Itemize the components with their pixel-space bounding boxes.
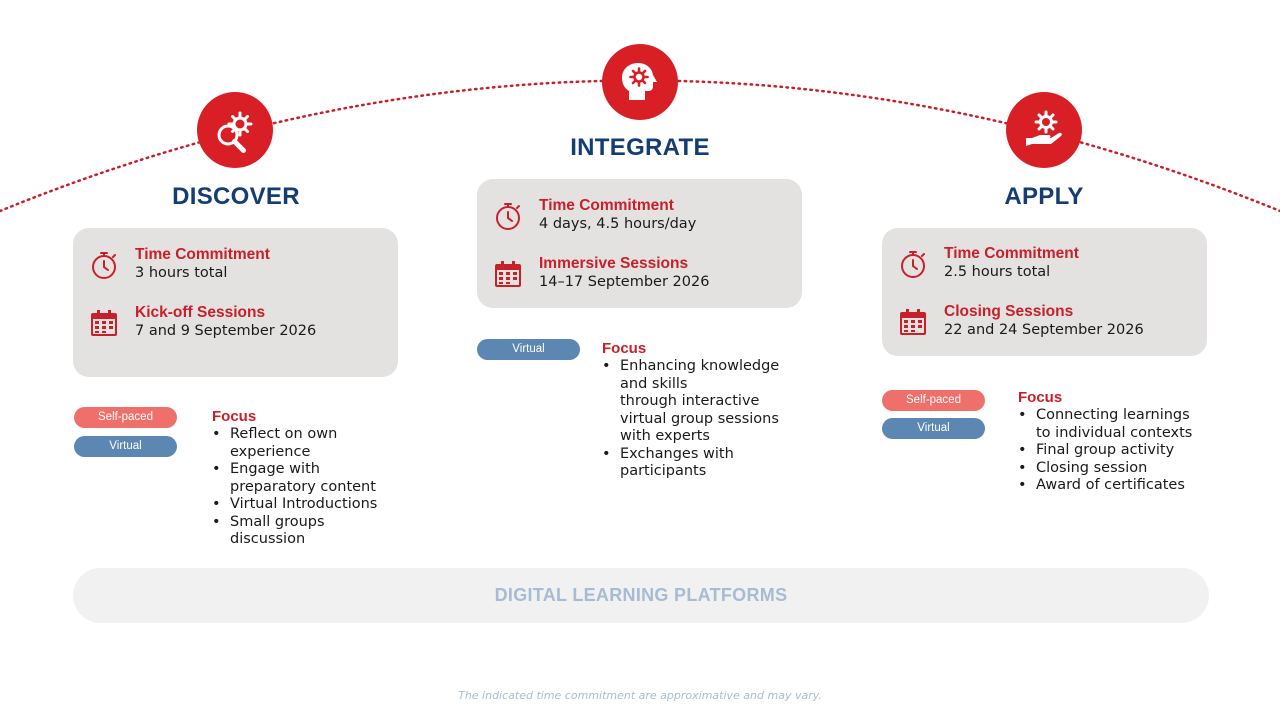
head-gear-icon [622, 63, 657, 100]
virtual-badge: Virtual [74, 436, 177, 457]
apply-focus: Focus Connecting learnings to individual… [1018, 389, 1228, 495]
focus-list: Enhancing knowledge and skills through i… [602, 358, 812, 481]
row-value: 22 and 24 September 2026 [944, 322, 1144, 338]
row-label: Kick-off Sessions [135, 304, 266, 321]
row-label: Time Commitment [944, 245, 1079, 262]
virtual-badge: Virtual [882, 418, 985, 439]
footnote: The indicated time commitment are approx… [458, 689, 822, 702]
self-paced-badge: Self-paced [74, 407, 177, 428]
time-commitment-row: Time Commitment 2.5 hours total [898, 245, 1197, 289]
integrate-focus: Focus Enhancing knowledge and skills thr… [602, 340, 812, 481]
apply-title: APPLY [1004, 183, 1084, 210]
integrate-icon [602, 44, 678, 120]
sessions-row: Closing Sessions 22 and 24 September 202… [898, 303, 1197, 347]
row-label: Closing Sessions [944, 303, 1074, 320]
row-label: Immersive Sessions [539, 255, 689, 272]
list-item: Reflect on own experience [212, 426, 412, 461]
list-item: Closing session [1018, 460, 1228, 478]
list-item: Exchanges with participants [602, 446, 812, 481]
self-paced-badge: Self-paced [882, 390, 985, 411]
list-item: Award of certificates [1018, 477, 1228, 495]
calendar-icon [89, 308, 119, 338]
focus-list: Connecting learnings to individual conte… [1018, 407, 1228, 495]
time-commitment-row: Time Commitment 3 hours total [89, 246, 388, 290]
gear-magnifier-icon [217, 111, 253, 153]
stopwatch-icon [89, 250, 119, 280]
virtual-badge: Virtual [477, 339, 580, 360]
list-item: Final group activity [1018, 442, 1228, 460]
row-label: Time Commitment [539, 197, 674, 214]
row-value: 4 days, 4.5 hours/day [539, 216, 697, 232]
apply-icon [1006, 92, 1082, 168]
focus-title: Focus [1018, 389, 1063, 406]
sessions-row: Immersive Sessions 14–17 September 2026 [493, 255, 792, 299]
calendar-icon [493, 259, 523, 289]
list-item: Enhancing knowledge and skills through i… [602, 358, 812, 446]
list-item: Connecting learnings to individual conte… [1018, 407, 1228, 442]
sessions-row: Kick-off Sessions 7 and 9 September 2026 [89, 304, 388, 348]
stopwatch-icon [493, 201, 523, 231]
row-value: 2.5 hours total [944, 264, 1051, 280]
row-value: 14–17 September 2026 [539, 274, 710, 290]
discover-focus: Focus Reflect on own experience Engage w… [212, 408, 412, 549]
list-item: Virtual Introductions [212, 496, 412, 514]
list-item: Engage with preparatory content [212, 461, 412, 496]
row-label: Time Commitment [135, 246, 270, 263]
focus-title: Focus [212, 408, 257, 425]
list-item: Small groups discussion [212, 514, 412, 549]
focus-list: Reflect on own experience Engage with pr… [212, 426, 412, 549]
integrate-title: INTEGRATE [570, 134, 710, 161]
stopwatch-icon [898, 249, 928, 279]
row-value: 7 and 9 September 2026 [135, 323, 317, 339]
discover-title: DISCOVER [172, 183, 300, 210]
integrate-card: Time Commitment 4 days, 4.5 hours/day Im… [477, 179, 802, 308]
digital-learning-platforms-bar: DIGITAL LEARNING PLATFORMS [73, 568, 1209, 623]
discover-card: Time Commitment 3 hours total Kick-off S… [73, 228, 398, 377]
discover-icon [197, 92, 273, 168]
focus-title: Focus [602, 340, 647, 357]
time-commitment-row: Time Commitment 4 days, 4.5 hours/day [493, 197, 792, 241]
calendar-icon [898, 307, 928, 337]
hand-gear-icon [1026, 110, 1062, 146]
row-value: 3 hours total [135, 265, 228, 281]
apply-card: Time Commitment 2.5 hours total Closing … [882, 228, 1207, 356]
